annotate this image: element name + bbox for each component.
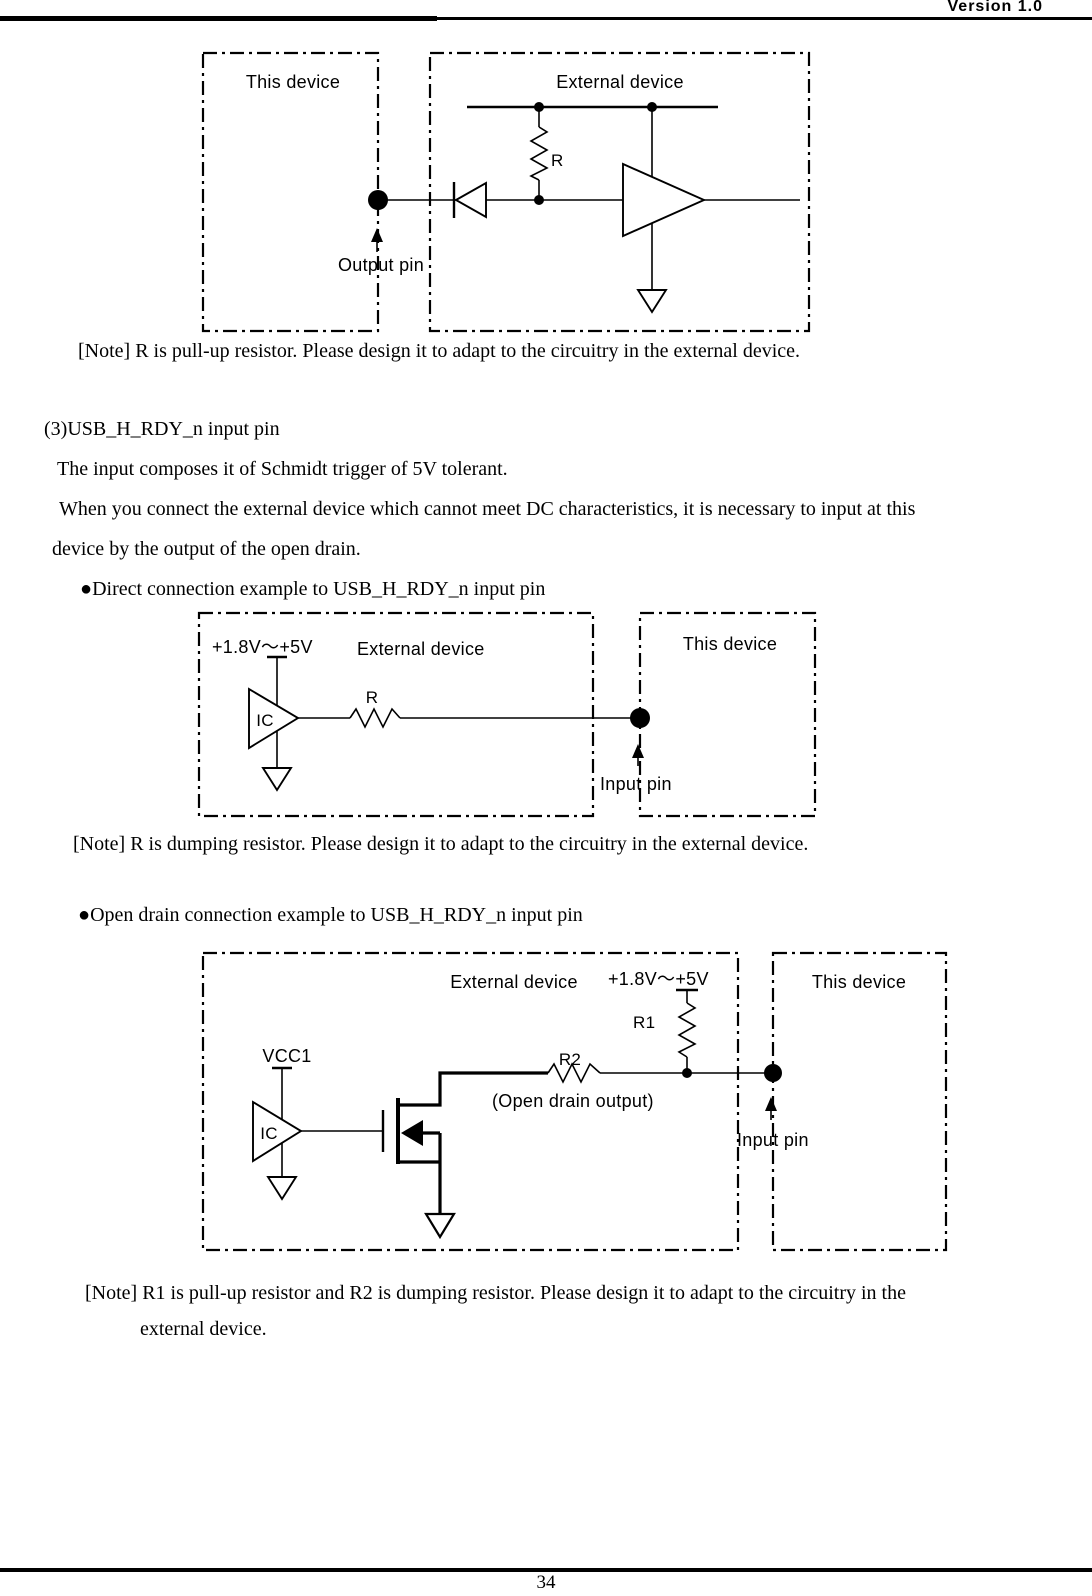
output-pin-arrowhead <box>371 228 383 242</box>
para-line-3: device by the output of the open drain. <box>52 538 361 560</box>
footer-rule <box>0 1568 1092 1572</box>
para-line-1: The input composes it of Schmidt trigger… <box>57 458 508 480</box>
this-device-label: This device <box>683 634 777 654</box>
header-rule-thick <box>0 16 437 21</box>
external-device-box <box>201 951 740 1252</box>
resistor-label: R <box>366 688 379 707</box>
note-r1-r2-line1: [Note] R1 is pull-up resistor and R2 is … <box>85 1282 906 1304</box>
version-label: Version 1.0 <box>947 0 1043 15</box>
r1-junction-dot <box>682 1068 692 1078</box>
section-heading: (3)USB_H_RDY_n input pin <box>44 418 280 440</box>
external-device-label: External device <box>357 639 485 659</box>
resistor-label: R <box>551 151 564 170</box>
ground-symbol <box>261 767 293 792</box>
dumping-resistor <box>349 707 401 729</box>
external-device-box <box>428 51 811 333</box>
this-device-box <box>201 51 380 333</box>
ic-label: IC <box>260 1124 278 1143</box>
r2-dumping-resistor <box>547 1062 601 1084</box>
input-pin-label: Input pin <box>737 1130 809 1150</box>
open-drain-label: (Open drain output) <box>492 1091 654 1111</box>
this-device-label: This device <box>812 972 906 992</box>
input-pin-dot <box>764 1064 782 1082</box>
ic-driver-triangle <box>248 687 300 750</box>
note-dumping: [Note] R is dumping resistor. Please des… <box>73 833 809 855</box>
bullet-open-drain: ●Open drain connection example to USB_H_… <box>78 904 583 926</box>
pullup-resistor <box>529 126 549 181</box>
ground-symbol <box>424 1212 456 1240</box>
input-pin-arrowhead <box>765 1097 777 1111</box>
diode-symbol <box>454 181 487 219</box>
note-r1-r2-line2: external device. <box>140 1318 267 1340</box>
page-number: 34 <box>536 1572 556 1593</box>
ground-symbol <box>636 289 668 314</box>
supply-voltage-label: +1.8V～+5V <box>608 969 709 989</box>
ground-symbol <box>266 1176 298 1201</box>
output-pin-dot <box>368 190 388 210</box>
drain-wire <box>398 1071 548 1107</box>
external-device-label: External device <box>450 972 578 992</box>
supply-voltage-label: +1.8V～+5V <box>212 637 313 657</box>
buffer-triangle <box>622 162 707 238</box>
vcc1-label: VCC1 <box>262 1046 311 1066</box>
bullet-direct-connection: ●Direct connection example to USB_H_RDY_… <box>80 578 546 600</box>
input-pin-dot <box>630 708 650 728</box>
diagram-output-pin: This device External device R <box>201 51 811 333</box>
external-device-box <box>197 611 595 818</box>
this-device-label: This device <box>246 72 340 92</box>
ic-driver-triangle <box>252 1100 303 1163</box>
external-device-label: External device <box>556 72 684 92</box>
input-pin-arrowhead <box>632 744 644 758</box>
junction-dot <box>534 195 544 205</box>
mosfet-body-arrow <box>401 1120 423 1146</box>
ic-label: IC <box>256 711 274 730</box>
output-pin-label: Output pin <box>338 255 424 275</box>
header-rule-thin <box>437 17 1092 20</box>
input-pin-label: Input pin <box>600 774 672 794</box>
r1-label: R1 <box>633 1013 655 1032</box>
para-line-2: When you connect the external device whi… <box>59 498 916 520</box>
r2-label: R2 <box>559 1050 581 1069</box>
diagram-open-drain: External device +1.8V～+5V This device R1… <box>201 951 948 1252</box>
note-pullup: [Note] R is pull-up resistor. Please des… <box>78 340 801 362</box>
this-device-box <box>771 951 948 1252</box>
r1-pullup-resistor <box>677 1002 697 1058</box>
diagram-direct-connection: +1.8V～+5V External device This device IC… <box>197 611 817 818</box>
